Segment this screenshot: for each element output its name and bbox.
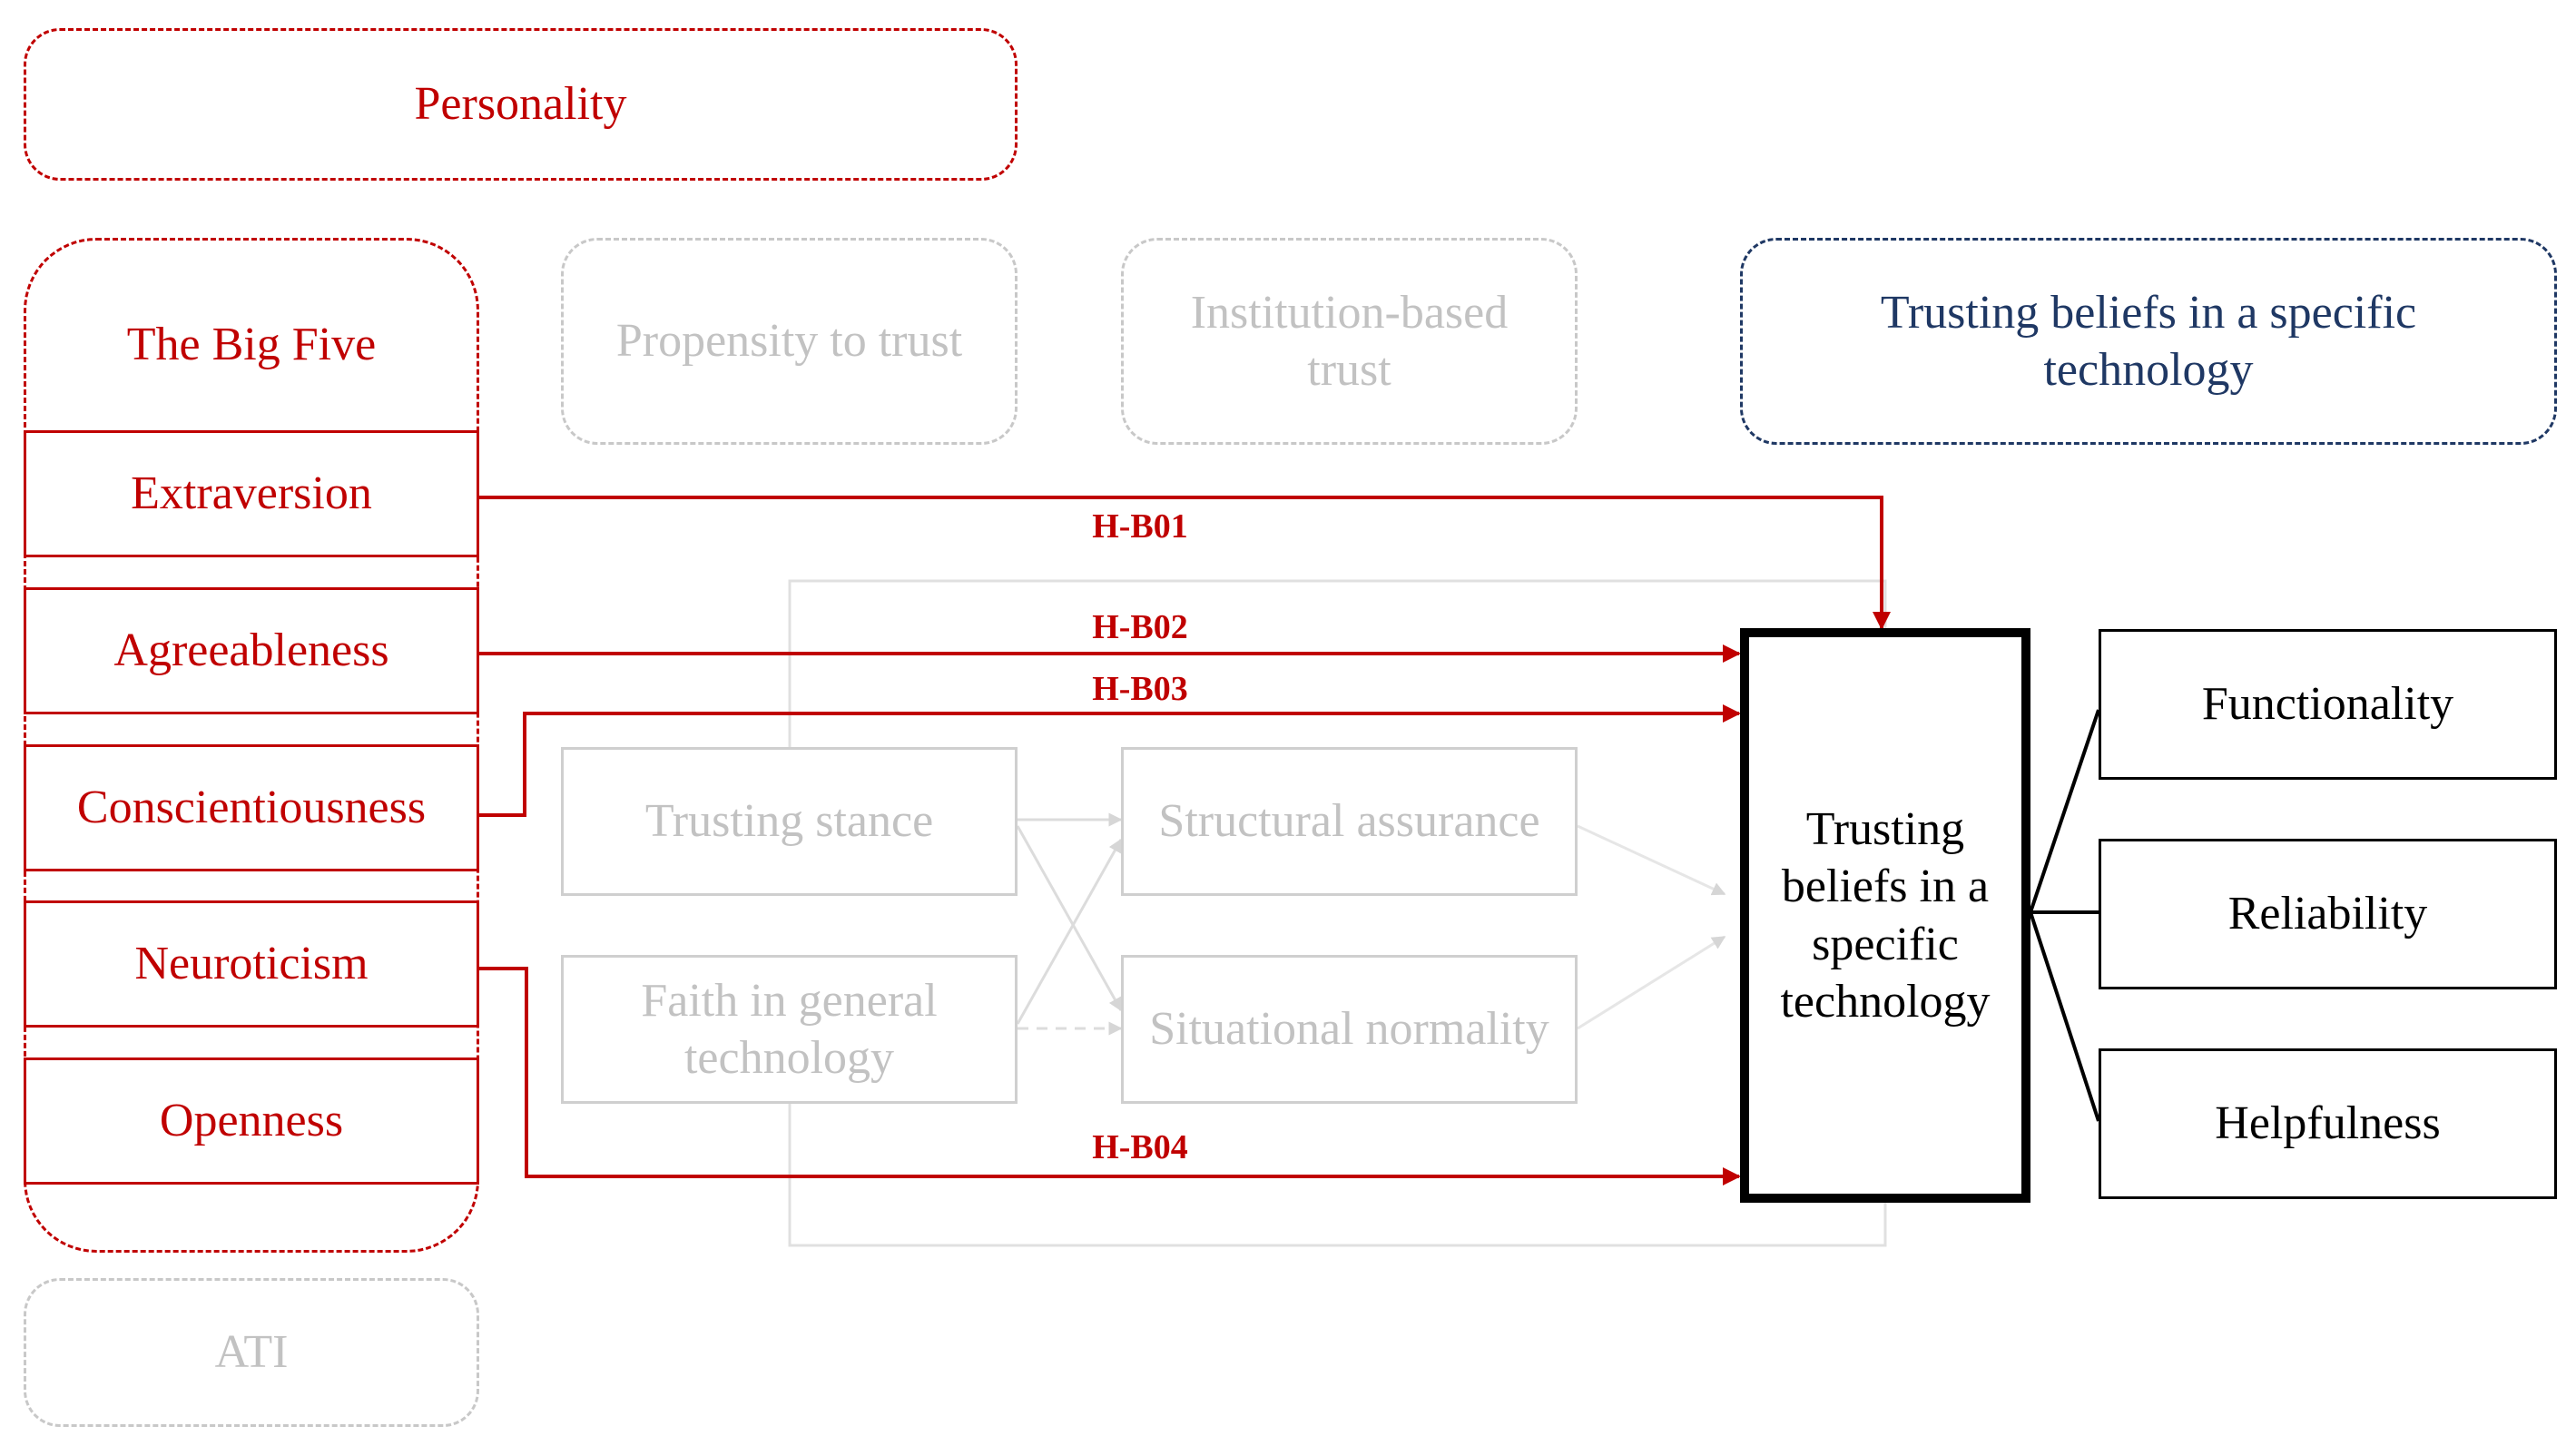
faith-in-general-technology-label: Faith in general technology xyxy=(641,974,938,1084)
situational-normality-label: Situational normality xyxy=(1149,1003,1549,1056)
trusting-stance-label: Trusting stance xyxy=(644,795,934,848)
faith-in-general-technology-box: Faith in general technology xyxy=(561,955,1018,1104)
dimension-reliability: Reliability xyxy=(2099,839,2557,989)
gray-arrow-normality-core xyxy=(1577,935,1726,1030)
hypothesis-label-hb02: H-B02 xyxy=(1092,608,1188,646)
big-five-title-text: The Big Five xyxy=(126,319,377,371)
dimension-functionality: Functionality xyxy=(2099,629,2557,780)
dimension-helpfulness-label: Helpfulness xyxy=(2215,1097,2441,1150)
dimension-reliability-label: Reliability xyxy=(2227,888,2428,940)
trait-agreeableness-label: Agreeableness xyxy=(113,625,389,677)
ati-box: ATI xyxy=(24,1278,479,1427)
trait-extraversion-label: Extraversion xyxy=(131,467,372,520)
link-core-functionality xyxy=(2029,709,2100,913)
trait-neuroticism: Neuroticism xyxy=(24,900,479,1028)
dimension-helpfulness: Helpfulness xyxy=(2099,1048,2557,1199)
trait-neuroticism-label: Neuroticism xyxy=(134,938,369,990)
institution-based-trust-box: Institution-based trust xyxy=(1121,238,1578,445)
dimension-functionality-label: Functionality xyxy=(2201,678,2454,731)
gray-arrow-faith-assurance xyxy=(1016,838,1123,1025)
trusting-beliefs-core-box: Trusting beliefs in a specific technolog… xyxy=(1740,628,2030,1203)
gray-link-stance-top xyxy=(788,579,1887,747)
gray-link-faith-bottom xyxy=(788,1103,1887,1247)
gray-arrow-stance-normality xyxy=(1016,825,1123,1012)
trusting-beliefs-header-label: Trusting beliefs in a specific technolog… xyxy=(1880,286,2417,396)
trait-agreeableness: Agreeableness xyxy=(24,587,479,714)
arrow-hb01 xyxy=(479,496,1891,630)
trusting-beliefs-header-box: Trusting beliefs in a specific technolog… xyxy=(1740,238,2557,445)
structural-assurance-label: Structural assurance xyxy=(1158,795,1540,848)
personality-label: Personality xyxy=(414,78,627,131)
gray-arrow-assurance-core xyxy=(1577,824,1726,896)
propensity-to-trust-box: Propensity to trust xyxy=(561,238,1018,445)
link-core-helpfulness xyxy=(2029,911,2100,1122)
big-five-title: The Big Five xyxy=(24,300,479,390)
arrow-hb04 xyxy=(479,967,1741,1185)
trait-openness: Openness xyxy=(24,1057,479,1185)
structural-assurance-box: Structural assurance xyxy=(1121,747,1578,896)
trait-extraversion: Extraversion xyxy=(24,430,479,557)
institution-based-trust-label: Institution-based trust xyxy=(1190,286,1509,396)
trait-conscientiousness: Conscientiousness xyxy=(24,744,479,871)
propensity-to-trust-label: Propensity to trust xyxy=(615,315,963,368)
hypothesis-label-hb04: H-B04 xyxy=(1092,1128,1188,1166)
personality-box: Personality xyxy=(24,28,1018,181)
ati-label: ATI xyxy=(214,1326,289,1379)
trusting-stance-box: Trusting stance xyxy=(561,747,1018,896)
trait-conscientiousness-label: Conscientiousness xyxy=(76,782,427,834)
hypothesis-label-hb03: H-B03 xyxy=(1092,670,1188,708)
trusting-beliefs-core-label: Trusting beliefs in a specific technolog… xyxy=(1780,802,1991,1028)
arrow-hb03 xyxy=(479,704,1741,817)
situational-normality-box: Situational normality xyxy=(1121,955,1578,1104)
trait-openness-label: Openness xyxy=(159,1095,344,1147)
hypothesis-label-hb01: H-B01 xyxy=(1092,507,1188,546)
